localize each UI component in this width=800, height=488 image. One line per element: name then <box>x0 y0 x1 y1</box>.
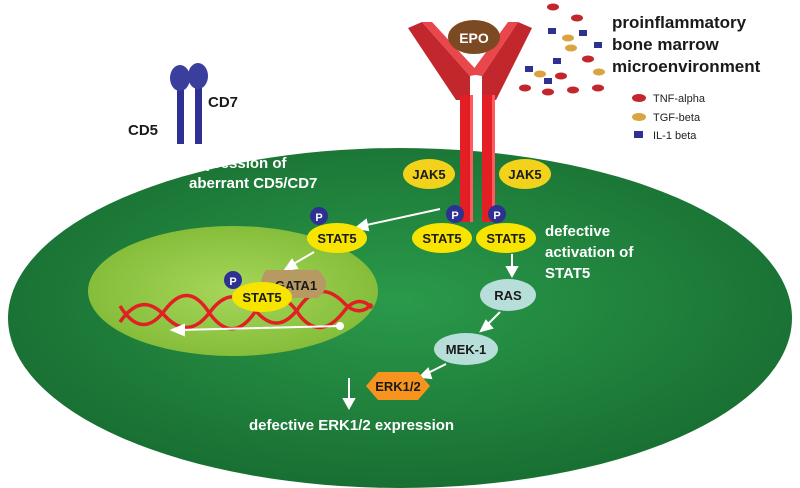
arrow-ras-to-mek <box>479 311 501 333</box>
phospho-right-label: P <box>493 210 500 222</box>
arrow-stat-to-ras <box>505 254 519 279</box>
cd5-label: CD5 <box>128 122 158 139</box>
environment-title-line3: microenvironment <box>612 57 761 76</box>
legend-label-il1: IL-1 beta <box>653 130 697 142</box>
jak-left-label: JAK5 <box>412 167 445 182</box>
ras-label: RAS <box>494 288 522 303</box>
erk12 <box>366 372 430 400</box>
erk12-label: ERK1/2 <box>375 379 421 394</box>
legend-swatches <box>632 94 646 138</box>
mek1 <box>434 333 498 365</box>
stat5-mid <box>412 223 472 253</box>
cd5-receptor <box>170 65 190 144</box>
phospho-nucleus-label: P <box>229 276 236 288</box>
phospho-mid-label: P <box>451 210 458 222</box>
epo-receptor <box>408 22 532 222</box>
stat5-nucleus-label: STAT5 <box>242 290 281 305</box>
transcription-arrow <box>169 322 344 337</box>
phospho-mid <box>446 205 464 223</box>
phospho-right <box>488 205 506 223</box>
erk-expression-label: defective ERK1/2 expression <box>249 417 454 434</box>
legend-swatch-tgf <box>632 113 646 121</box>
legend-swatch-tnf <box>632 94 646 102</box>
stat5-left <box>307 223 367 253</box>
phospho-nucleus <box>224 271 242 289</box>
cytokine-cluster <box>519 3 605 96</box>
stat5-nucleus <box>232 282 292 312</box>
ras <box>480 279 536 311</box>
legend-label-tgf: TGF-beta <box>653 112 701 124</box>
expression-label-line1: expression of <box>189 155 288 172</box>
defective-label-line2: activation of <box>545 244 634 261</box>
arrow-erk-down <box>342 378 356 411</box>
legend-swatch-il1 <box>634 131 643 138</box>
phospho-left-label: P <box>315 212 322 224</box>
jak-left <box>403 159 455 189</box>
stat5-mid-label: STAT5 <box>422 231 461 246</box>
mek1-label: MEK-1 <box>446 342 486 357</box>
epo-label: EPO <box>459 30 489 46</box>
environment-title-line1: proinflammatory <box>612 13 747 32</box>
cd7-label: CD7 <box>208 94 238 111</box>
arrow-mek-to-erk <box>417 363 447 380</box>
phospho-left <box>310 207 328 225</box>
jak-right <box>499 159 551 189</box>
defective-label-line1: defective <box>545 223 610 240</box>
jak-right-label: JAK5 <box>508 167 541 182</box>
arrow-stat-to-cytoplasm <box>353 208 441 232</box>
defective-label-line3: STAT5 <box>545 265 590 282</box>
epo-ligand <box>448 20 500 54</box>
expression-label-line2: aberrant CD5/CD7 <box>189 175 317 192</box>
legend-label-tnf: TNF-alpha <box>653 93 706 105</box>
stat5-right-label: STAT5 <box>486 231 525 246</box>
stat5-left-label: STAT5 <box>317 231 356 246</box>
arrow-stat-to-nucleus <box>282 251 315 272</box>
cd7-receptor <box>188 63 208 144</box>
stat5-right <box>476 223 536 253</box>
environment-title-line2: bone marrow <box>612 35 720 54</box>
